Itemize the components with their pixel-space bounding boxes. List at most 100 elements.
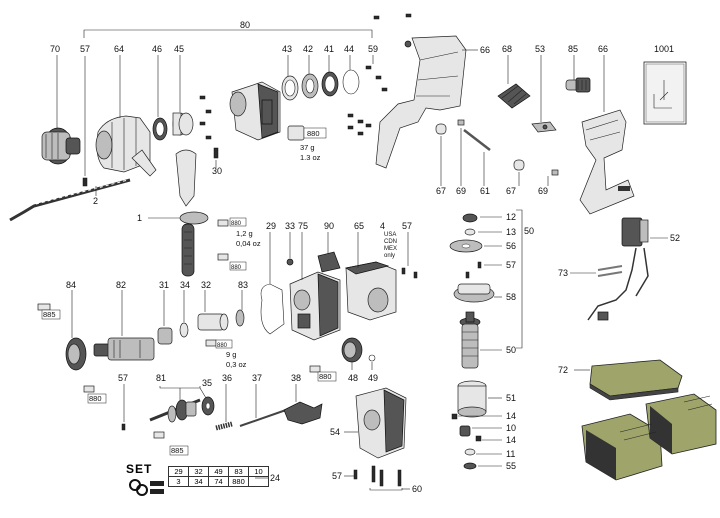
callout-66a: 66	[480, 45, 490, 55]
callout-57a: 57	[80, 44, 90, 54]
set-kit-icon	[129, 479, 164, 496]
callout-55: 55	[506, 461, 516, 471]
callout-85: 85	[568, 44, 578, 54]
set-kit-row-2: 3 34 74 880	[168, 476, 269, 487]
callout-52: 52	[670, 233, 680, 243]
callout-54: 54	[330, 427, 340, 437]
set-cell: 29	[168, 466, 189, 477]
part-housing-shell-left: 66	[375, 35, 490, 169]
part-gear-housing-54: 54	[330, 387, 407, 459]
set-cell: 3	[168, 476, 189, 487]
callout-880-low: 880	[217, 343, 228, 349]
part-mechanism-38: 38	[283, 373, 323, 425]
set-kit-row-1: 29 32 49 83 10	[168, 466, 269, 477]
callout-4: 4	[380, 221, 385, 231]
grease-weight-top-oz: 1.3 oz	[300, 153, 321, 162]
part-spring-36: 36	[215, 373, 233, 431]
part-stator-51: 51	[457, 380, 516, 418]
callout-36: 36	[222, 373, 232, 383]
region-usa: USA	[384, 232, 396, 238]
callout-50a: 50	[524, 226, 534, 236]
part-4-region-note: 4 USA CDN MEX only	[380, 221, 397, 259]
part-piston-83: 83	[235, 280, 248, 327]
callout-34: 34	[180, 280, 190, 290]
grease-weight-mid: 1,2 g	[236, 229, 253, 238]
grease-weight-mid-oz: 0,04 oz	[236, 239, 261, 248]
part-front-housing: 64	[95, 44, 157, 177]
callout-64: 64	[114, 44, 124, 54]
callout-60: 60	[412, 484, 422, 494]
part-switch-53: 53	[531, 44, 557, 133]
part-bearing-31: 31	[157, 280, 173, 345]
bracket-80: 80	[83, 20, 373, 38]
parts-67-69-61: 67 69 61	[435, 119, 491, 196]
callout-83: 83	[238, 280, 248, 290]
callout-42: 42	[303, 44, 313, 54]
set-cell: 74	[208, 476, 229, 487]
set-cell: 34	[188, 476, 209, 487]
part-washer-34: 34	[179, 280, 190, 338]
callout-70: 70	[50, 44, 60, 54]
callout-80: 80	[240, 20, 250, 30]
set-kit-badge: SET	[126, 462, 168, 496]
grease-weight-top: 37 g	[300, 143, 315, 152]
grease-885-bottom: 885	[153, 431, 189, 456]
region-cdn: CDN	[384, 239, 397, 245]
callout-29: 29	[266, 221, 276, 231]
grease-885-left: 885	[37, 303, 61, 320]
callout-59: 59	[368, 44, 378, 54]
callout-1001: 1001	[654, 44, 674, 54]
region-mex: MEX	[384, 246, 397, 252]
callout-57c: 57	[506, 260, 516, 270]
callout-61: 61	[480, 186, 490, 196]
part-57d: 57	[118, 373, 128, 431]
part-ring-43: 43	[281, 44, 299, 101]
callout-48: 48	[348, 373, 358, 383]
screws-top-left	[199, 95, 212, 140]
part-ring-46: 46	[152, 44, 168, 141]
part-cylinder-32: 32	[197, 280, 229, 331]
callout-2: 2	[93, 196, 98, 206]
pin-57a: 57	[80, 44, 90, 187]
pins-57b: 57	[401, 221, 418, 279]
grease-weight-low-oz: 0,3 oz	[226, 360, 247, 369]
callout-35: 35	[202, 378, 212, 388]
callout-57d: 57	[118, 373, 128, 383]
callout-24: 24	[270, 473, 280, 483]
set-cell: 10	[248, 466, 269, 477]
callout-66b: 66	[598, 44, 608, 54]
set-cell: 49	[208, 466, 229, 477]
part-ring-41: 41	[321, 44, 339, 97]
callout-65: 65	[354, 221, 364, 231]
grease-880-left: 880	[83, 385, 107, 404]
callout-46: 46	[152, 44, 162, 54]
part-49: 49	[368, 354, 378, 383]
right-column-parts: 12 13 56 50 57 58	[449, 209, 534, 349]
callout-880a: 880	[89, 394, 102, 403]
part-gearbox-75: 75	[289, 221, 341, 341]
callout-51: 51	[506, 393, 516, 403]
grease-weight-low: 9 g	[226, 350, 236, 359]
part-ring-44: 44	[342, 44, 360, 95]
part-gear-81: 81	[149, 373, 201, 423]
screws-57e-60: 57 60	[332, 465, 422, 494]
part-33: 33	[285, 221, 295, 266]
callout-44: 44	[344, 44, 354, 54]
part-rotor-50: 50	[459, 311, 516, 369]
callout-30: 30	[212, 166, 222, 176]
grease-880-38: 880	[309, 365, 337, 382]
part-gear-housing: 880 37 g 1.3 oz	[229, 81, 327, 162]
callout-67a: 67	[436, 186, 446, 196]
callout-73: 73	[558, 268, 568, 278]
callout-880b: 880	[319, 372, 332, 381]
parts-lower-right-small: 14 10 14 11 55	[451, 411, 516, 471]
callout-32: 32	[201, 280, 211, 290]
set-cell: 83	[228, 466, 249, 477]
callout-13: 13	[506, 227, 516, 237]
callout-82: 82	[116, 280, 126, 290]
callout-14a: 14	[506, 411, 516, 421]
callout-885b: 885	[171, 446, 184, 455]
grease-low: 880 9 g 0,3 oz	[205, 339, 247, 369]
callout-84: 84	[66, 280, 76, 290]
